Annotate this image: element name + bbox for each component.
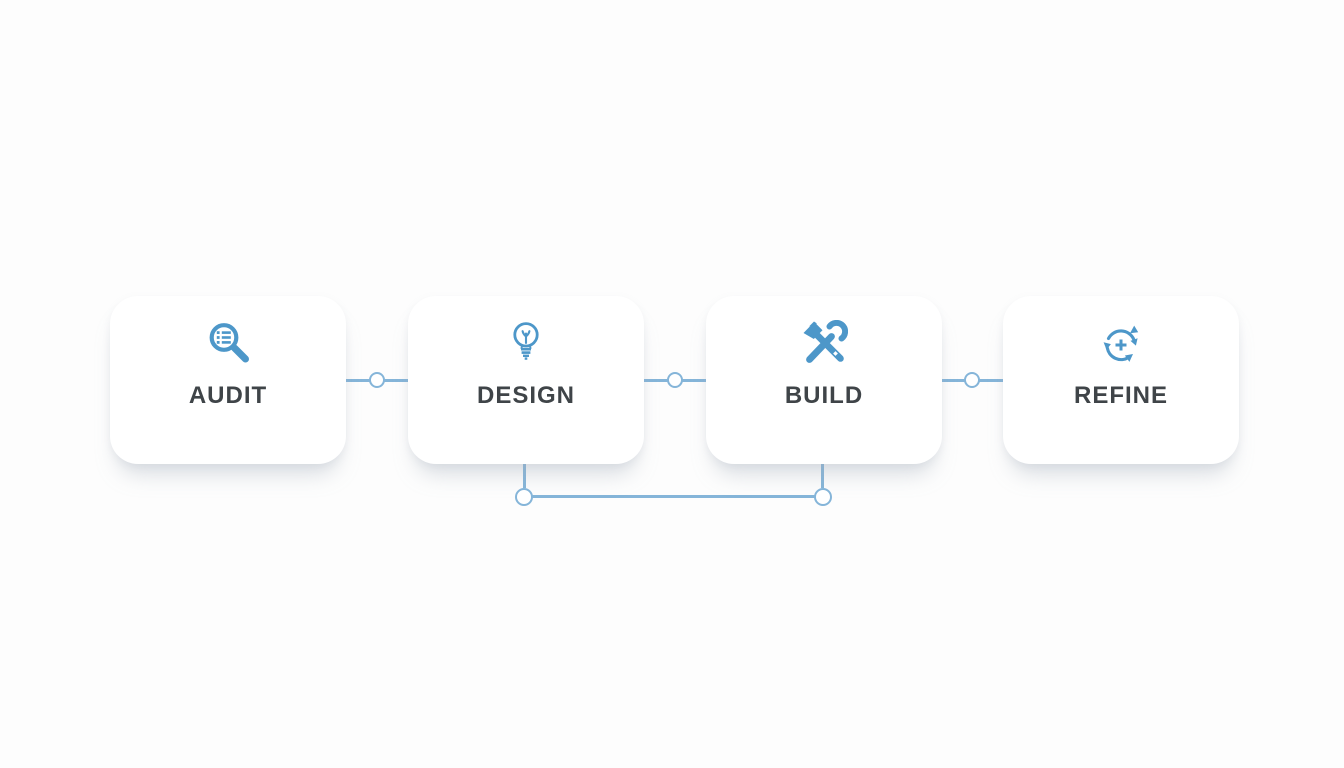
step-label: DESIGN	[476, 382, 575, 409]
connector-node-icon	[964, 372, 980, 388]
step-card-audit[interactable]: AUDIT	[110, 296, 346, 464]
loop-drop-line-build	[821, 464, 824, 488]
lightbulb-icon	[502, 320, 550, 368]
search-checklist-icon	[204, 320, 252, 368]
step-label: REFINE	[1073, 382, 1168, 409]
step-card-design[interactable]: DESIGN	[408, 296, 644, 464]
connector-node-icon	[369, 372, 385, 388]
refresh-plus-icon	[1097, 320, 1145, 368]
connector-node-icon	[667, 372, 683, 388]
loop-node-icon	[515, 488, 533, 506]
step-label: AUDIT	[188, 382, 268, 409]
loop-node-icon	[814, 488, 832, 506]
step-label: BUILD	[784, 382, 864, 409]
step-card-refine[interactable]: REFINE	[1003, 296, 1239, 464]
loop-bottom-line	[532, 495, 815, 498]
loop-drop-line-design	[523, 464, 526, 488]
step-card-build[interactable]: BUILD	[706, 296, 942, 464]
hammer-wrench-icon	[800, 320, 848, 368]
